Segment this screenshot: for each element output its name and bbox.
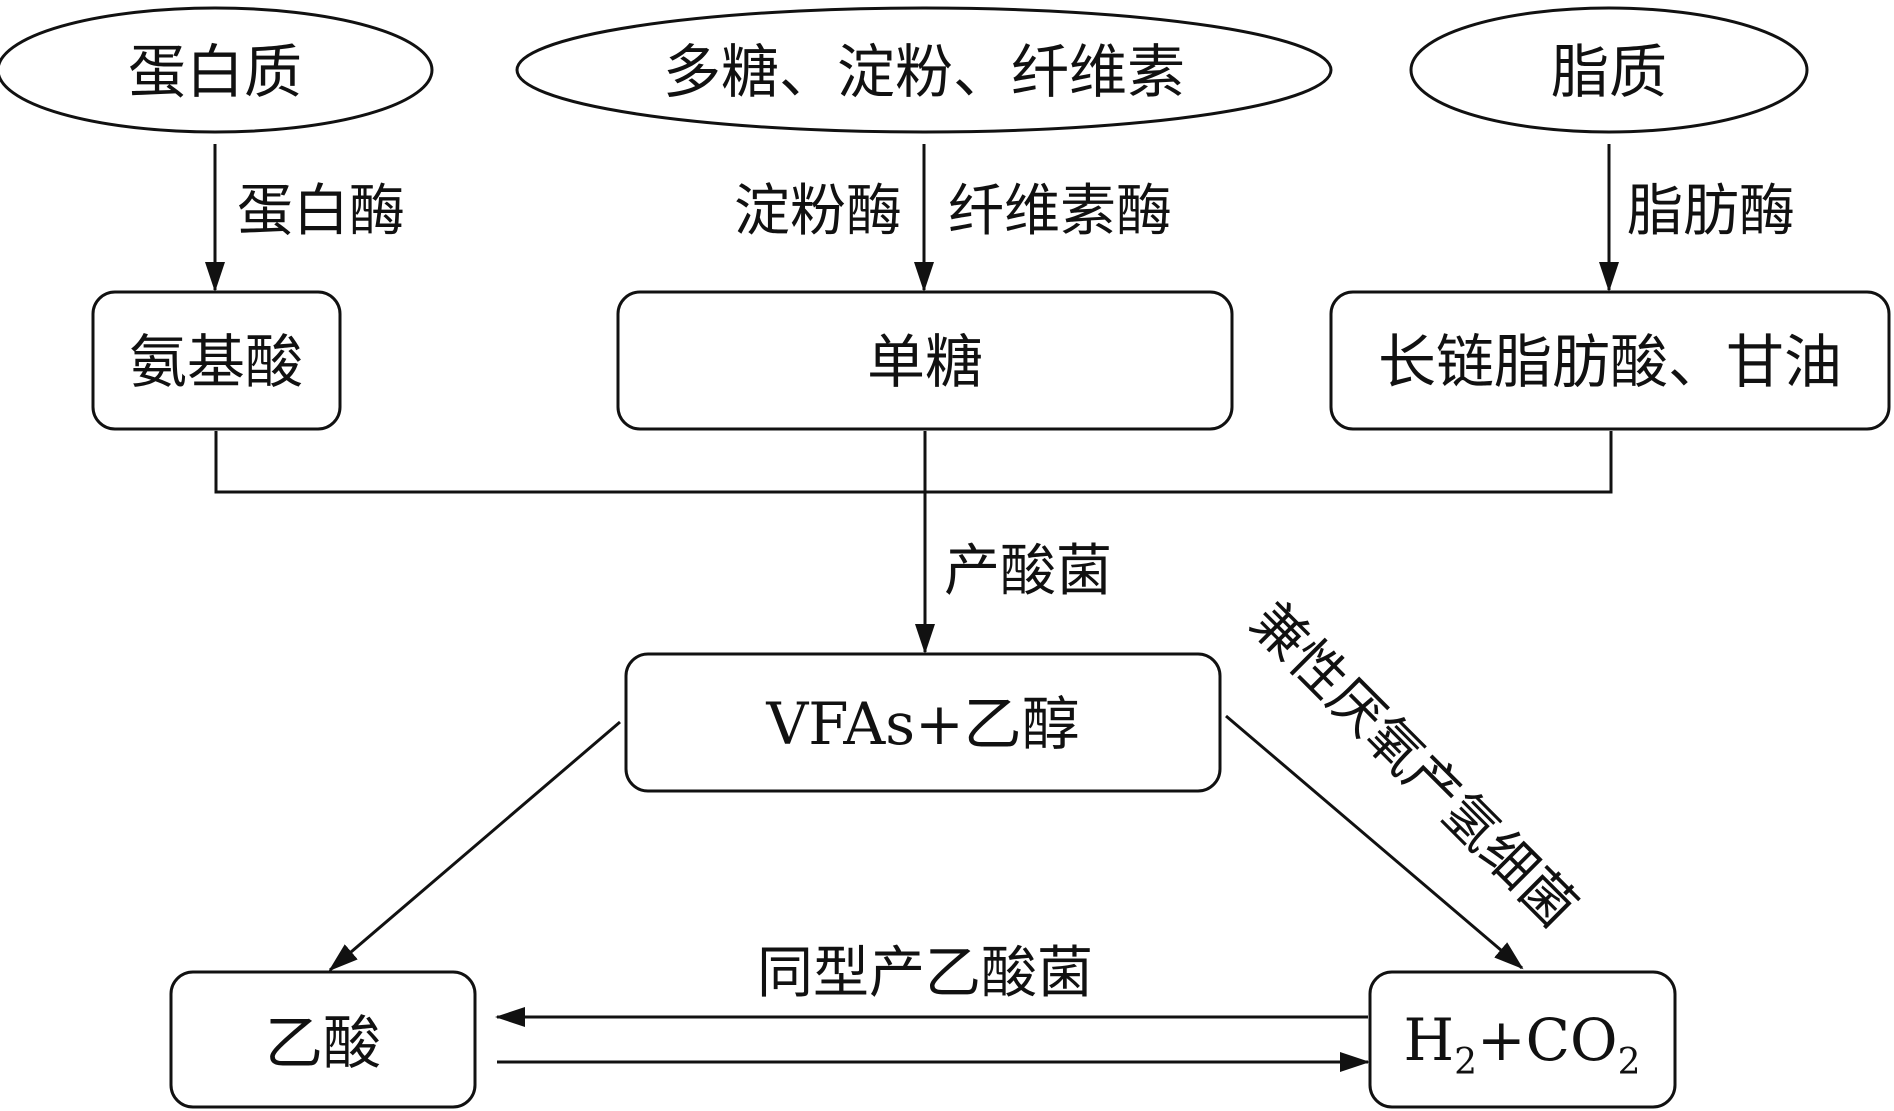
fatty-acid-node: 长链脂肪酸、甘油: [1329, 290, 1891, 431]
polysaccharide-node: 多糖、淀粉、纤维素: [515, 6, 1333, 134]
vfa-to-h2co2-arrow: [1225, 714, 1524, 970]
homoacetogen-label: 同型产乙酸菌: [757, 941, 1093, 1006]
protein-label: 蛋白质: [128, 38, 302, 106]
amino-acid-label: 氨基酸: [129, 328, 303, 396]
vfa-to-acetic-arrow: [328, 720, 621, 972]
lipid-label: 脂质: [1551, 38, 1667, 106]
polysaccharide-label: 多糖、淀粉、纤维素: [663, 38, 1185, 106]
vfa-ethanol-node: VFAs+乙醇: [624, 652, 1222, 793]
fatty-acid-label: 长链脂肪酸、甘油: [1378, 328, 1842, 396]
h2-co2-node: H2+CO2: [1368, 970, 1677, 1109]
acetic-acid-label: 乙酸: [265, 1009, 381, 1077]
protease-label: 蛋白酶: [237, 179, 405, 244]
vfa-ethanol-label: VFAs+乙醇: [765, 690, 1079, 758]
protein-node: 蛋白质: [0, 6, 434, 134]
acidogen-label: 产酸菌: [944, 539, 1112, 604]
lipase-label: 脂肪酶: [1627, 179, 1795, 244]
acetic-acid-node: 乙酸: [169, 970, 477, 1109]
collector-line: [214, 431, 1613, 494]
cellulase-label: 纤维素酶: [948, 179, 1172, 244]
facultative-hydrogen-bacteria-label: 兼性厌氧产氢细菌: [1239, 590, 1589, 940]
amino-acid-node: 氨基酸: [91, 290, 342, 431]
amylase-label: 淀粉酶: [734, 179, 902, 244]
monosaccharide-label: 单糖: [867, 328, 983, 396]
h2-co2-label: H2+CO2: [1404, 1006, 1641, 1083]
monosaccharide-node: 单糖: [616, 290, 1234, 431]
lipid-node: 脂质: [1409, 6, 1809, 134]
